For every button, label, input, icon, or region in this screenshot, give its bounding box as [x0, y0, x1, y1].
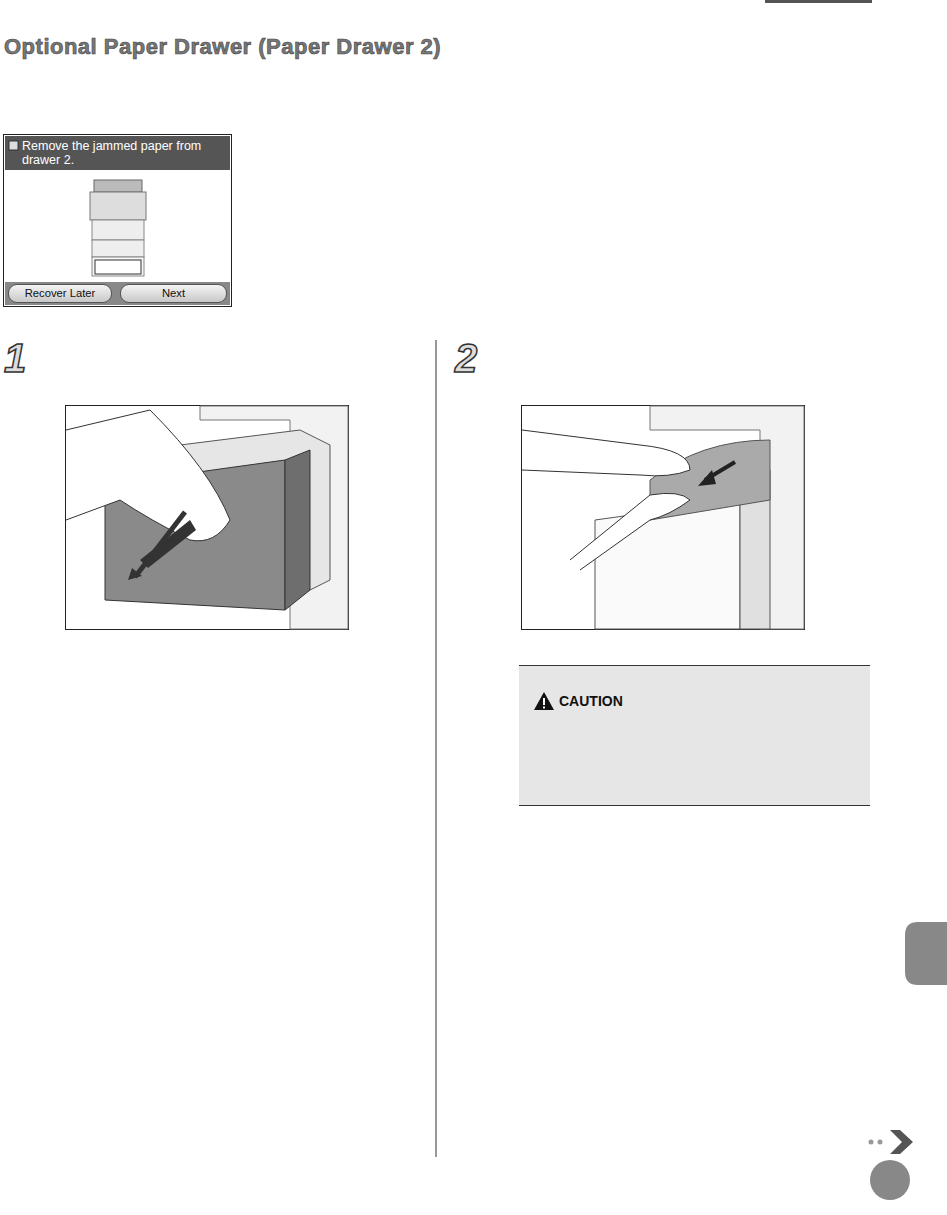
caution-rule: [519, 805, 870, 806]
step-number: 1: [4, 336, 26, 380]
node-text: CAUTION: [559, 688, 733, 714]
node-text: Recover Later: [9, 285, 111, 302]
drawer-pull-illustration: [66, 0, 348, 629]
screen-button: Next: [120, 284, 227, 303]
illustration-frame: [66, 406, 349, 630]
screen-message: Remove the jammed paper from drawer 2.Re…: [5, 136, 230, 170]
paper-removal-illustration: [522, 406, 804, 629]
node-text: Next: [121, 285, 226, 302]
warning-icon: [533, 691, 555, 711]
caution-heading: CAUTION: [533, 688, 733, 714]
page-number-circle: [870, 1160, 910, 1200]
illustration-frame: [522, 406, 805, 630]
header-rule: [765, 0, 872, 3]
printer-icon: [90, 180, 146, 276]
screen-footer: [5, 282, 230, 305]
chapter-tab: [905, 922, 947, 985]
screen-body: [5, 170, 230, 282]
column-divider: [436, 340, 437, 1157]
caution-panel: [519, 665, 870, 806]
screen-header: [5, 136, 230, 170]
continue-arrow: [869, 1130, 914, 1154]
node-text: Remove the jammed paper from drawer 2.: [22, 139, 224, 167]
screen-frame: [4, 135, 232, 307]
step-number: 2: [455, 336, 477, 380]
screen-button: Recover Later: [8, 284, 112, 303]
screen-icon: [9, 141, 18, 150]
page-title: Optional Paper Drawer (Paper Drawer 2): [4, 34, 441, 60]
caution-rule: [519, 665, 870, 666]
